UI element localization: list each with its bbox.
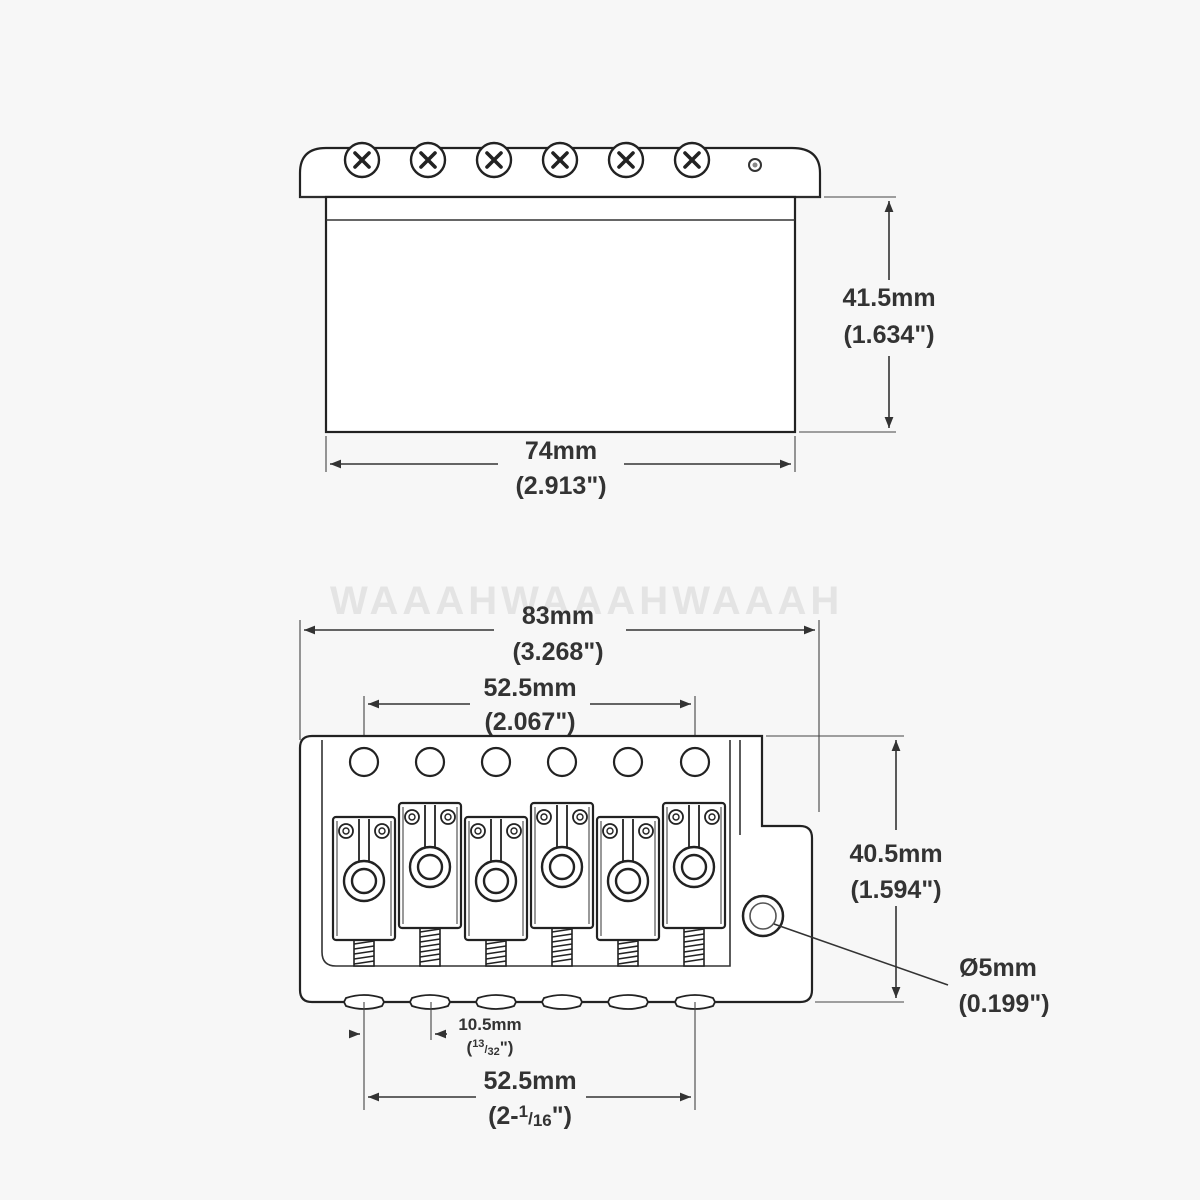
hole-diameter-mm: Ø5mm bbox=[959, 954, 1037, 982]
string-hole bbox=[414, 746, 446, 778]
phillips-screw-icon bbox=[409, 141, 447, 179]
bottom-height-in: (1.594") bbox=[850, 876, 941, 904]
string-hole bbox=[612, 746, 644, 778]
watermark: WAAAHWAAAHWAAAH bbox=[330, 579, 843, 623]
hole-diameter-in: (0.199") bbox=[958, 990, 1049, 1018]
bottom-view: 83mm (3.268") 52.5mm (2.067") Ø5mm (0.19… bbox=[298, 602, 1050, 1130]
top-view: 74mm (2.913") 41.5mm (1.634") bbox=[298, 141, 936, 500]
string-holes bbox=[348, 746, 711, 778]
top-height-in: (1.634") bbox=[843, 321, 934, 349]
saddle bbox=[463, 815, 529, 967]
top-view-block bbox=[324, 195, 797, 434]
saddle-screw-thread bbox=[485, 939, 507, 967]
saddle-spacing-mm: 10.5mm bbox=[458, 1015, 521, 1034]
string-hole bbox=[480, 746, 512, 778]
mounting-hole-leader bbox=[773, 923, 949, 986]
bottom-string-spacing-in: (2-1/16") bbox=[488, 1102, 572, 1130]
saddle-screw-thread bbox=[353, 939, 375, 967]
screw-head bbox=[408, 994, 452, 1010]
top-screws bbox=[343, 141, 711, 179]
overall-width-in: (3.268") bbox=[512, 638, 603, 666]
saddle bbox=[397, 801, 463, 967]
screw-head bbox=[606, 994, 650, 1010]
string-hole bbox=[348, 746, 380, 778]
top-width-mm: 74mm bbox=[525, 437, 597, 465]
string-hole bbox=[546, 746, 578, 778]
saddle-screw-thread bbox=[617, 939, 639, 967]
saddle-screw-thread bbox=[683, 927, 705, 967]
top-height-mm: 41.5mm bbox=[842, 284, 935, 312]
top-string-spacing-in: (2.067") bbox=[484, 708, 575, 736]
phillips-screw-icon bbox=[673, 141, 711, 179]
string-hole bbox=[679, 746, 711, 778]
saddle bbox=[595, 815, 661, 967]
saddle bbox=[331, 815, 397, 967]
phillips-screw-icon bbox=[475, 141, 513, 179]
saddles bbox=[331, 801, 727, 967]
top-string-spacing-mm: 52.5mm bbox=[483, 674, 576, 702]
bottom-string-spacing-mm: 52.5mm bbox=[483, 1067, 576, 1095]
saddle bbox=[529, 801, 595, 967]
top-width-in: (2.913") bbox=[515, 472, 606, 500]
phillips-screw-icon bbox=[343, 141, 381, 179]
phillips-screw-icon bbox=[607, 141, 645, 179]
saddle-spacing-in: (13/32") bbox=[467, 1038, 514, 1058]
saddle-screw-thread bbox=[551, 927, 573, 967]
bottom-height-mm: 40.5mm bbox=[849, 840, 942, 868]
saddle bbox=[661, 801, 727, 967]
phillips-screw-icon bbox=[541, 141, 579, 179]
screw-head bbox=[540, 994, 584, 1010]
screw-head bbox=[474, 994, 518, 1010]
saddle-screw-thread bbox=[419, 927, 441, 967]
overall-width-mm: 83mm bbox=[522, 602, 594, 630]
